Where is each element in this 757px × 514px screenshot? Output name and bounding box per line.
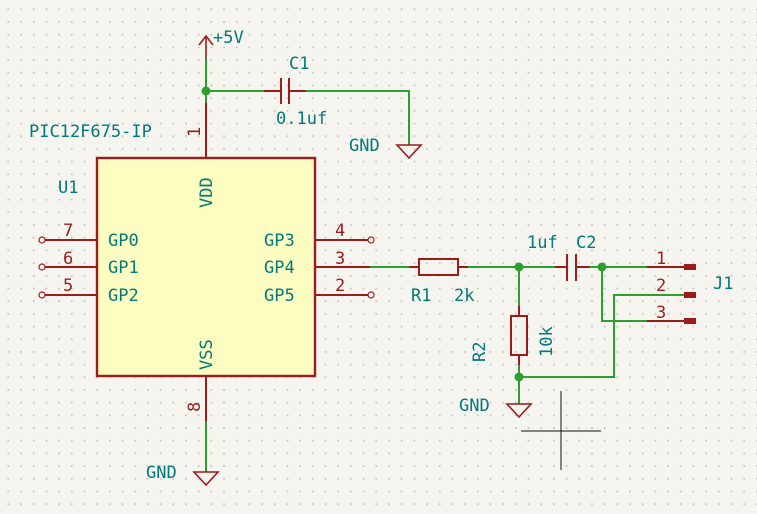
c2-value: 1uf: [527, 233, 558, 253]
wire-c2-j1-pin3[interactable]: [601, 267, 647, 322]
u1-pin7-number: 7: [63, 221, 73, 241]
c2-ref: C2: [576, 233, 596, 253]
u1-gp2-label: GP2: [108, 286, 139, 306]
gnd-symbol-r2[interactable]: [505, 403, 533, 419]
junction-vcc: [201, 86, 211, 96]
nc-marker-gp2: [38, 291, 46, 299]
u1-gp0-label: GP0: [108, 231, 139, 251]
r1-ref: R1: [411, 286, 431, 306]
vcc-power-symbol[interactable]: [198, 34, 214, 58]
crosshair-cursor-icon: [521, 391, 601, 470]
resistor-r1[interactable]: [409, 258, 468, 276]
u1-pin5-number: 5: [63, 276, 73, 296]
c1-ref: C1: [289, 54, 309, 74]
resistor-r2[interactable]: [510, 306, 528, 365]
j1-pin2-number: 2: [656, 276, 666, 296]
nc-marker-gp3: [367, 236, 375, 244]
j1-pin3-number: 3: [656, 303, 666, 323]
u1-pin6-number: 6: [63, 249, 73, 269]
u1-gp4-label: GP4: [264, 258, 295, 278]
j1-pin1-number: 1: [656, 249, 666, 269]
nc-marker-gp5: [367, 291, 375, 299]
u1-ref: U1: [58, 178, 78, 198]
nc-marker-gp1: [38, 263, 46, 271]
vcc-label: +5V: [213, 28, 244, 48]
nc-marker-gp0: [38, 236, 46, 244]
u1-pin3-number: 3: [335, 249, 345, 269]
gnd-symbol-u1[interactable]: [192, 471, 220, 487]
u1-pin2-number: 2: [335, 276, 345, 296]
r2-ref: R2: [470, 342, 490, 362]
gnd-symbol-c1[interactable]: [395, 144, 423, 160]
u1-gp3-label: GP3: [264, 231, 295, 251]
r1-value: 2k: [454, 286, 474, 306]
u1-pin8-number: 8: [185, 402, 205, 412]
capacitor-c2[interactable]: [555, 254, 590, 281]
gnd-label-c1: GND: [349, 136, 380, 156]
u1-vss-label: VSS: [197, 339, 217, 370]
u1-vdd-label: VDD: [197, 177, 217, 208]
u1-gp5-label: GP5: [264, 286, 295, 306]
wire-c1-gnd[interactable]: [306, 90, 410, 145]
wire-gnd-j1-pin2[interactable]: [519, 294, 684, 378]
u1-value: PIC12F675-IP: [29, 122, 152, 142]
c1-value: 0.1uf: [276, 109, 327, 129]
connector-j1[interactable]: [647, 264, 696, 324]
u1-pin1-number: 1: [185, 127, 205, 137]
r2-value: 10k: [537, 326, 557, 357]
u1-pin4-number: 4: [335, 221, 345, 241]
u1-gp1-label: GP1: [108, 258, 139, 278]
gnd-label-u1: GND: [146, 463, 177, 483]
j1-ref: J1: [713, 274, 733, 294]
capacitor-c1[interactable]: [264, 78, 306, 104]
gnd-label-r2: GND: [459, 396, 490, 416]
